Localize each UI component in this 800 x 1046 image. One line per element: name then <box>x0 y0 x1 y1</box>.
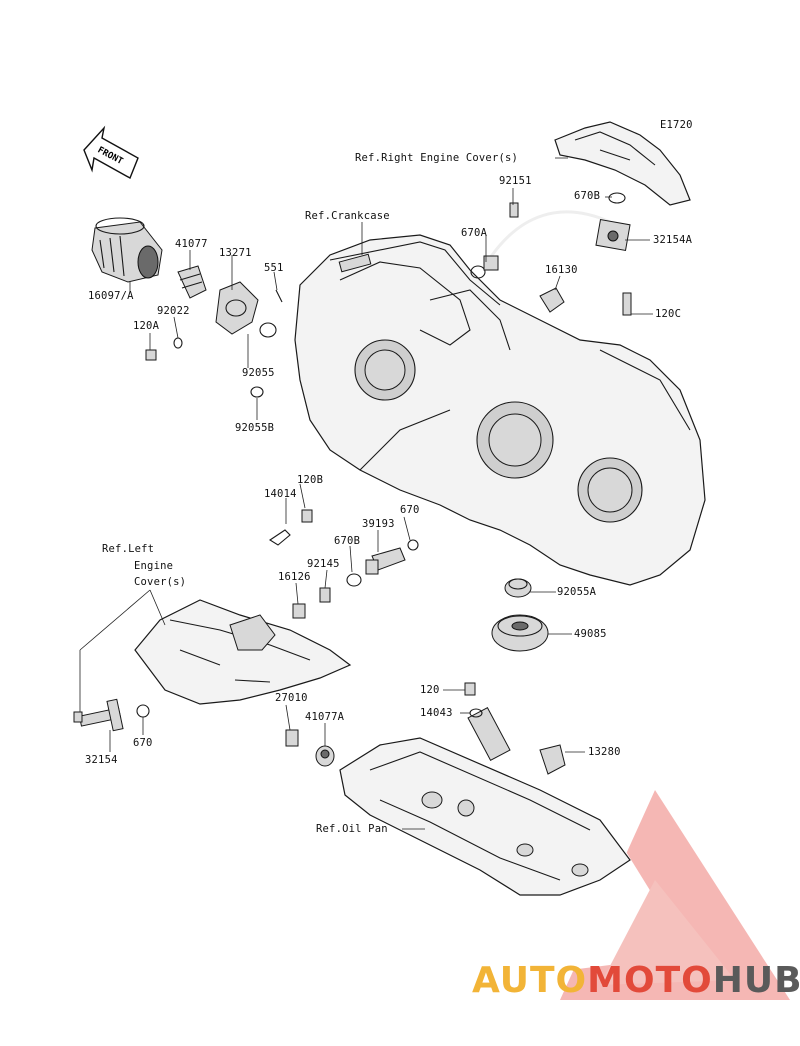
fitting-41077-part <box>177 265 207 299</box>
diagram-code: E1720 <box>660 119 693 131</box>
label-13280: 13280 <box>588 746 621 758</box>
label-14043: 14043 <box>420 707 453 719</box>
label-49085: 49085 <box>574 628 607 640</box>
ref-right-cover-shape <box>554 121 691 206</box>
fitting-39193 <box>365 547 406 575</box>
o-ring-670B-top <box>608 192 626 204</box>
oil-pump-assembly <box>229 529 306 651</box>
oil-pan-body <box>339 737 631 896</box>
label-120: 120 <box>420 684 440 696</box>
label-ref-left-cover-2: Engine <box>134 560 174 572</box>
label-92055B: 92055B <box>235 422 275 434</box>
plug-27010 <box>285 729 299 747</box>
o-ring-92055 <box>259 322 277 338</box>
label-92055: 92055 <box>242 367 275 379</box>
label-92055A: 92055A <box>557 586 597 598</box>
label-41077: 41077 <box>175 238 208 250</box>
crankcase-body <box>294 234 706 586</box>
label-92145: 92145 <box>307 558 340 570</box>
watermark-text: AUTOMOTOHUB <box>472 960 800 1001</box>
label-ref-right-engine-cover: Ref.Right Engine Cover(s) <box>355 152 519 164</box>
sensor-16130 <box>539 287 565 313</box>
bolt-120B <box>301 509 313 523</box>
bolt-92151 <box>509 202 519 218</box>
spring-92145 <box>319 587 331 603</box>
tube-14043 <box>467 706 511 762</box>
oil-pipe-32154 <box>73 698 124 732</box>
gasket-13280 <box>539 744 566 775</box>
seal-92055A <box>504 578 532 598</box>
label-32154A: 32154A <box>653 234 693 246</box>
label-670-low: 670 <box>133 737 153 749</box>
label-13271: 13271 <box>219 247 252 259</box>
o-ring-670-low <box>136 704 150 718</box>
o-ring-670-mid <box>407 539 419 551</box>
fitting-41077A <box>315 745 335 767</box>
oil-pipe-32154A <box>483 210 631 271</box>
label-41077A: 41077A <box>305 711 345 723</box>
bolt-120A <box>145 349 157 361</box>
label-670-mid: 670 <box>400 504 420 516</box>
label-92151: 92151 <box>499 175 532 187</box>
strainer-49085 <box>491 614 549 652</box>
o-ring-670B-mid <box>346 573 362 587</box>
label-27010: 27010 <box>275 692 308 704</box>
watermark-logo-triangle <box>560 790 790 1000</box>
bolt-120 <box>464 682 476 696</box>
ref-left-cover-shape <box>134 599 352 705</box>
label-120B: 120B <box>297 474 324 486</box>
label-670B-top: 670B <box>574 190 601 202</box>
label-92022: 92022 <box>157 305 190 317</box>
label-ref-crankcase: Ref.Crankcase <box>305 210 390 222</box>
gasket-92022 <box>173 337 183 349</box>
label-14014: 14014 <box>264 488 297 500</box>
label-32154: 32154 <box>85 754 118 766</box>
label-120A: 120A <box>133 320 160 332</box>
label-551: 551 <box>264 262 284 274</box>
watermark-part-moto: MOTO <box>587 960 713 1001</box>
label-670A: 670A <box>461 227 488 239</box>
label-16130: 16130 <box>545 264 578 276</box>
oil-filter-part <box>91 217 163 283</box>
label-ref-left-cover-3: Cover(s) <box>134 576 187 588</box>
leader-lines <box>79 157 653 830</box>
label-ref-left-cover-1: Ref.Left <box>102 543 155 555</box>
watermark-part-auto: AUTO <box>472 960 588 1001</box>
watermark-part-hub: HUB <box>712 960 800 1001</box>
o-ring-92055B <box>250 386 264 398</box>
front-arrow-icon: FRONT <box>83 125 139 179</box>
label-670B-mid: 670B <box>334 535 361 547</box>
label-16097A: 16097/A <box>88 290 134 302</box>
filter-mount-13271-part <box>215 281 259 335</box>
o-ring-670A <box>470 265 486 279</box>
label-16126: 16126 <box>278 571 311 583</box>
label-39193: 39193 <box>362 518 395 530</box>
label-ref-oil-pan: Ref.Oil Pan <box>316 823 388 835</box>
bolt-120C <box>622 292 632 316</box>
pin-551 <box>275 289 283 303</box>
label-120C: 120C <box>655 308 682 320</box>
